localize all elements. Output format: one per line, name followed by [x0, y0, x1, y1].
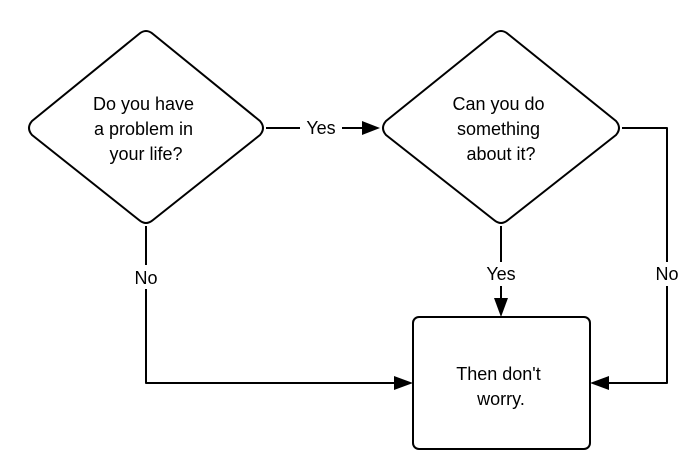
- edge-label-yes-2: Yes: [486, 264, 515, 284]
- edge-can-do-to-dont-worry-yes: Yes: [481, 226, 521, 317]
- decision-can-do-line-2: something: [457, 119, 540, 139]
- decision-problem-line-2: a problem in: [94, 119, 193, 139]
- decision-can-do-line-1: Can you do: [452, 94, 544, 114]
- edge-problem-to-dont-worry: No: [130, 226, 413, 390]
- decision-can-do-line-3: about it?: [466, 144, 535, 164]
- decision-diamond-shape: [382, 30, 620, 224]
- edge-label-no-2: No: [655, 264, 678, 284]
- decision-diamond-shape: [28, 30, 264, 224]
- arrowhead-right-icon: [394, 376, 413, 390]
- edge-label-no-1: No: [134, 268, 157, 288]
- process-dont-worry-line-2: worry.: [476, 389, 525, 409]
- decision-problem: Do you have a problem in your life?: [28, 30, 264, 224]
- decision-problem-line-1: Do you have: [93, 94, 194, 114]
- decision-problem-text: Do you have a problem in your life?: [93, 94, 199, 164]
- decision-problem-line-3: your life?: [109, 144, 182, 164]
- decision-can-do-text: Can you do something about it?: [452, 94, 549, 164]
- process-dont-worry-line-1: Then don't: [456, 364, 541, 384]
- process-dont-worry: Then don't worry.: [412, 316, 591, 450]
- edge-problem-to-can-do: Yes: [266, 117, 380, 139]
- edge-can-do-to-dont-worry-no: No: [590, 127, 683, 390]
- arrowhead-down-icon: [494, 298, 508, 317]
- arrowhead-left-icon: [590, 376, 609, 390]
- decision-can-do: Can you do something about it?: [382, 30, 620, 224]
- process-dont-worry-text: Then don't worry.: [456, 364, 546, 409]
- edge-label-yes-1: Yes: [306, 118, 335, 138]
- process-box-shape: [412, 316, 591, 450]
- arrowhead-right-icon: [362, 121, 380, 135]
